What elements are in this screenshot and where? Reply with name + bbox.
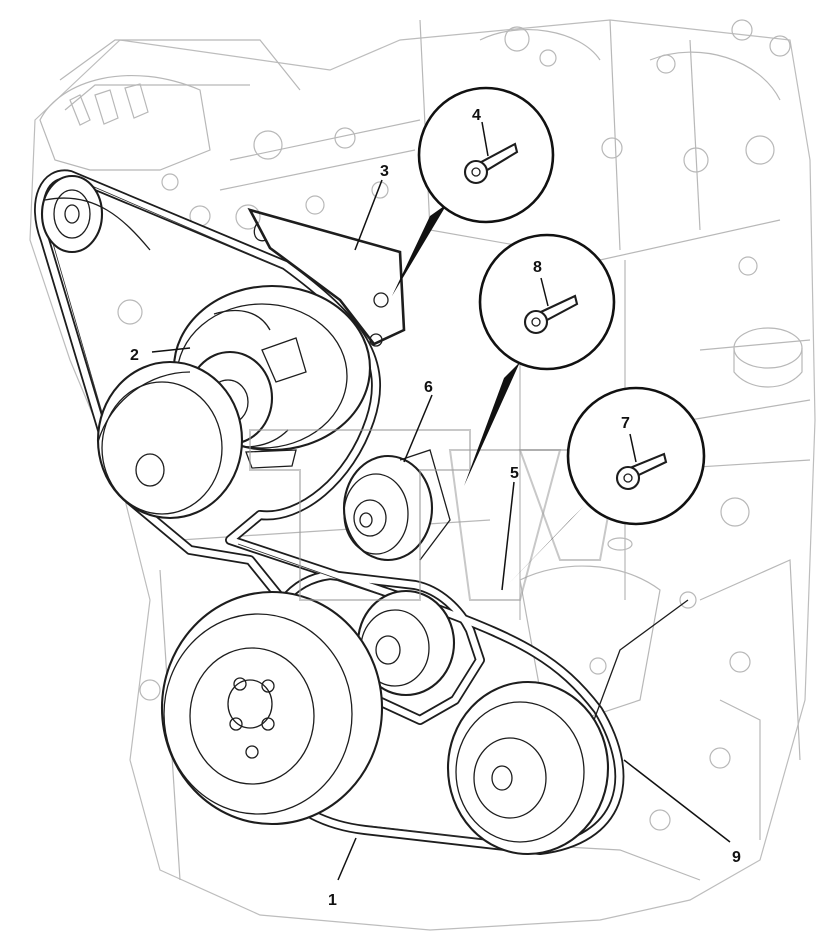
bolt-icon [523, 294, 579, 335]
label-1: 1 [328, 892, 337, 909]
crankshaft-pulley [160, 590, 384, 826]
label-6: 6 [424, 379, 433, 396]
bolt-icon [463, 142, 519, 185]
large-idler-pulley [96, 360, 244, 520]
alternator-pulley [40, 174, 151, 254]
callout-label-7: 7 [621, 415, 630, 432]
label-9: 9 [732, 849, 741, 866]
bolt-icon [615, 452, 668, 491]
callout-label-4: 4 [472, 107, 481, 124]
callout-7: 7 [495, 386, 706, 598]
callout-8: 8 [464, 233, 616, 486]
label-5: 5 [510, 465, 519, 482]
mounting-bracket [247, 207, 406, 347]
tensioner-pulley [342, 449, 451, 562]
leader-lines [151, 179, 731, 881]
callout-4: 4 [392, 86, 555, 296]
label-2: 2 [130, 347, 139, 364]
ac-compressor-pulley [446, 599, 689, 856]
callout-label-8: 8 [533, 259, 542, 276]
label-3: 3 [380, 163, 389, 180]
